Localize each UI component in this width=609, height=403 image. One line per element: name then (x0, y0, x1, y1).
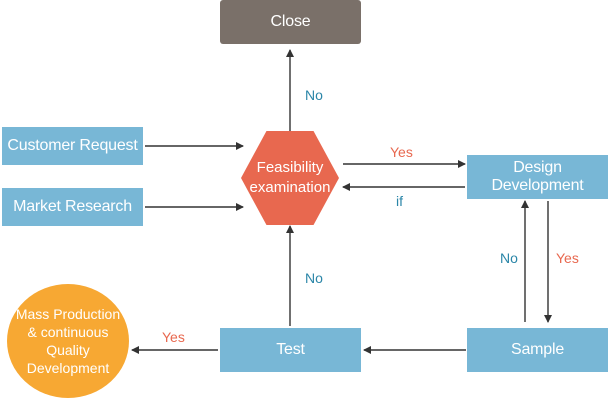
design-development-node: Design Development (467, 155, 608, 199)
label-design-to-feasibility: if (396, 193, 403, 209)
sample-node: Sample (467, 328, 608, 372)
feasibility-label: Feasibility examination (249, 159, 331, 196)
label-feasibility-to-design: Yes (390, 144, 413, 160)
market-research-label: Market Research (13, 198, 132, 215)
customer-request-node: Customer Request (2, 127, 143, 165)
label-test-to-mass: Yes (162, 329, 185, 345)
close-node: Close (220, 0, 361, 44)
customer-request-label: Customer Request (7, 137, 138, 154)
market-research-node: Market Research (2, 188, 143, 226)
mass-production-label: Mass Production & continuous Quality Dev… (15, 306, 121, 376)
close-node-label: Close (270, 13, 311, 30)
label-test-to-feasibility: No (305, 270, 323, 286)
label-sample-to-design: No (500, 250, 518, 266)
design-development-label: Design Development (491, 159, 584, 194)
sample-label: Sample (510, 341, 565, 358)
test-node: Test (220, 328, 361, 372)
mass-production-node: Mass Production & continuous Quality Dev… (7, 284, 129, 398)
label-design-to-sample: Yes (556, 250, 579, 266)
test-label: Test (276, 341, 305, 358)
label-feasibility-to-close: No (305, 87, 323, 103)
